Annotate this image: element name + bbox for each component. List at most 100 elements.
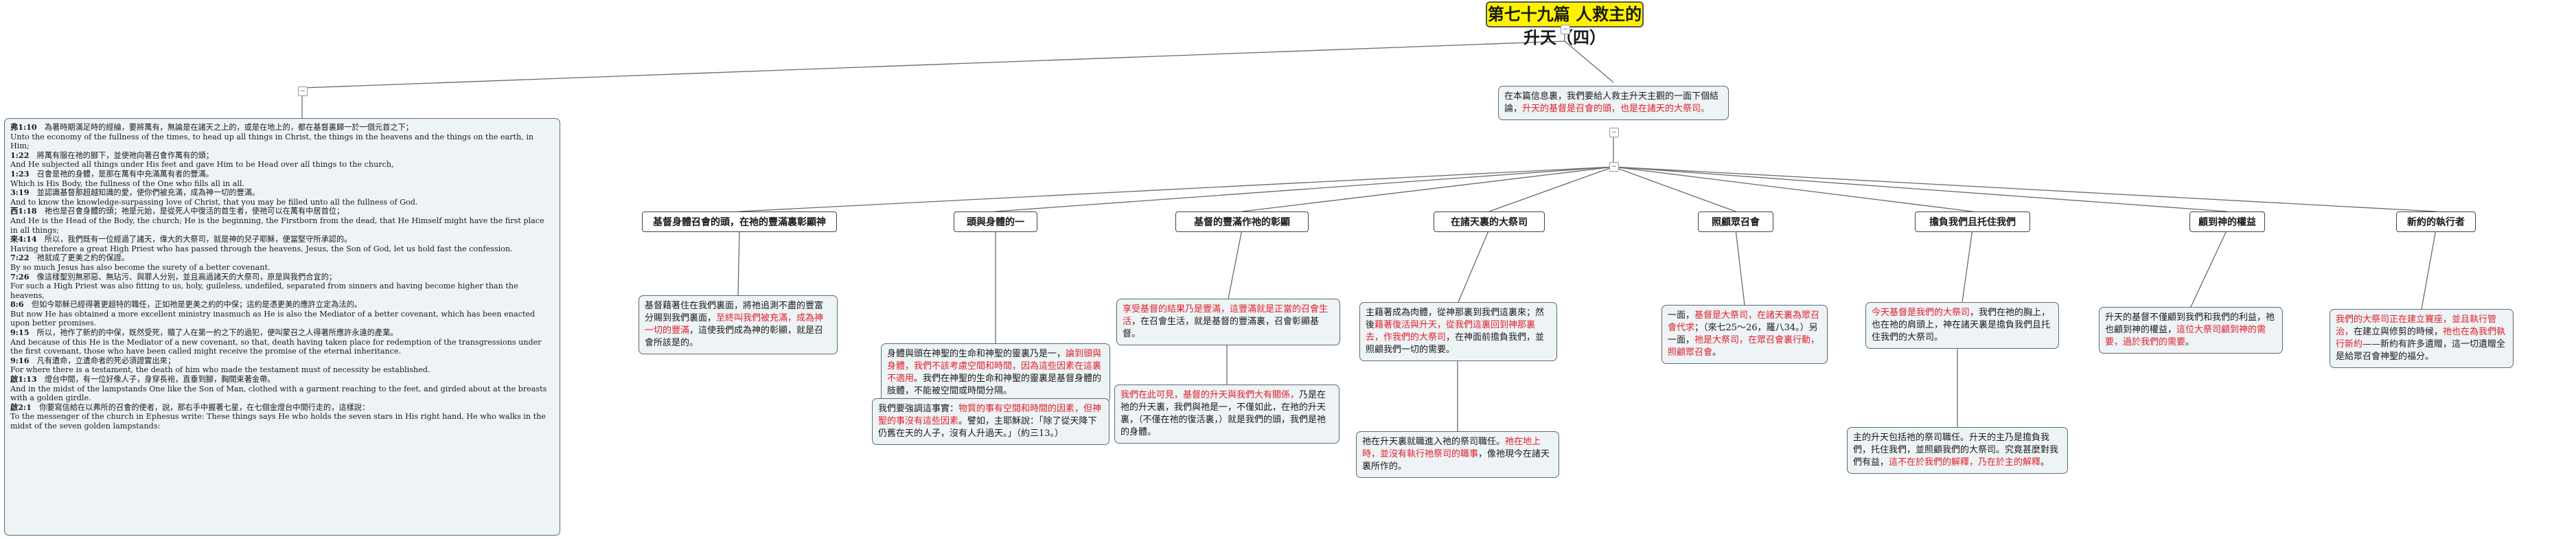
highlight-text: 我們的大祭司正在建立寶座，並且執行管治， (2336, 314, 2497, 337)
intro-card[interactable]: 在本篇信息裏，我們要給人救主升天主觀的一面下個結論，升天的基督是召會的頭，也是在… (1498, 86, 1729, 120)
verse-text-en: And in the midst of the lampstands One l… (10, 384, 547, 403)
connector-line (301, 41, 1565, 89)
collapse-toggle-icon[interactable]: − (298, 87, 308, 96)
verse-chinese: 8:6 但如今耶穌已經得著更超特的職任，正如祂是更美之約的中保；這約是憑更美的應… (10, 299, 554, 310)
detail-card[interactable]: 今天基督是我們的大祭司，我們在祂的胸上，也在祂的肩頭上，神在諸天裏是擔負我們且托… (1865, 302, 2059, 349)
detail-card[interactable]: 身體與頭在神聖的生命和神聖的靈裏乃是一，論到頭與身體，我們不該考慮空間和時間，因… (881, 343, 1110, 402)
verse-text-zh: 並認識基督那超越知識的愛，使你們被充滿，成為神一切的豐滿。 (36, 188, 260, 198)
highlight-text: 基督是大祭司，在諸天裏為眾召會代求 (1668, 310, 1820, 333)
highlight-text: 祂也在為我們執行新約 (2336, 327, 2506, 349)
verse-chinese: 西1:18 祂也是召會身體的頭；祂是元始，是從死人中復活的首生者，使祂可以在萬有… (10, 207, 554, 216)
branch-label[interactable]: 擔負我們且托住我們 (1915, 211, 2030, 232)
verse-ref: 西1:18 (10, 206, 45, 216)
root-title[interactable]: 第七十九篇 人救主的升天（四） (1486, 1, 1644, 47)
branch-label[interactable]: 在諸天裏的大祭司 (1434, 211, 1545, 232)
connector-line (2190, 229, 2228, 308)
connector-line (1735, 229, 1745, 306)
verse-ref: 3:19 (10, 187, 37, 198)
body-text: 主的升天包括祂的祭司職任。升天的主乃是擔負我們，托住我們，並照顧我們的大祭司。究… (1853, 433, 2059, 468)
highlight-text: 祂在地上時，並沒有執行祂祭司的職事 (1362, 437, 1541, 459)
verse-text-zh: 為著時期滿足時的經綸，要將萬有，無論是在諸天之上的，或是在地上的，都在基督裏歸一… (44, 123, 413, 132)
body-text: 主藉著成為肉體，從神那裏到我們這裏來；然後 (1366, 308, 1545, 330)
connector-line (1564, 41, 1614, 83)
verse-text-zh: 將萬有服在祂的腳下，並使祂向著召會作萬有的頭； (36, 150, 214, 160)
branch-label[interactable]: 基督身體召會的頭，在祂的豐滿裏彰顯神 (642, 211, 837, 232)
highlight-text: 至終叫我們被充滿，成為神一切的豐滿 (645, 313, 824, 336)
detail-card[interactable]: 享受基督的結果乃是豐滿，這豐滿就是正當的召會生活，在召會生活，就是基督的豐滿裏，… (1116, 299, 1340, 345)
body-text: ，在神面前擔負我們，並照顧我們一切的需要。 (1366, 332, 1545, 355)
verse-text-en: And He subjected all things under His fe… (10, 160, 394, 170)
verse-text-en: And to know the knowledge-surpassing lov… (10, 197, 418, 207)
verse-ref: 啟1:13 (10, 374, 45, 385)
verse-text-zh: 你要寫信給在以弗所的召會的使者，說，那右手中握著七星，在七個金燈台中間行走的，這… (39, 402, 370, 412)
detail-card[interactable]: 基督藉著住在我們裏面，將祂追測不盡的豐富分賜到我們裏面，至終叫我們被充滿，成為神… (639, 295, 838, 354)
verse-chinese: 啟1:13 燈台中間，有一位好像人子，身穿長袍，直垂到腳，胸間束著金帶。 (10, 374, 554, 385)
collapse-toggle-icon[interactable]: − (1561, 25, 1570, 34)
verse-chinese: 3:19 並認識基督那超越知識的愛，使你們被充滿，成為神一切的豐滿。 (10, 187, 554, 198)
verse-text-en: By so much Jesus has also become the sur… (10, 262, 271, 272)
highlight-text: 藉著復活與升天，從我們這裏回到神那裏去，作我們的大祭司 (1366, 320, 1536, 343)
highlight-text: 物質的事有空間和時間的因素，但神聖的事沒有這些因素 (878, 404, 1102, 426)
verse-ref: 7:22 (10, 253, 37, 263)
connector-line (1613, 166, 1973, 212)
verse-text-zh: 祂也是召會身體的頭；祂是元始，是從死人中復活的首生者，使祂可以在萬有中居首位； (44, 207, 345, 216)
body-text: 基督藉著住在我們裏面，將祂追測不盡的豐富分賜到我們裏面， (645, 301, 824, 323)
verse-panel[interactable]: 弗1:10 為著時期滿足時的經綸，要將萬有，無論是在諸天之上的，或是在地上的，都… (4, 118, 560, 536)
verse-text-en: For where there is a testament, the deat… (10, 365, 430, 375)
highlight-text: 祂是大祭司，在眾召會裏行動，照顧眾召會 (1668, 335, 1820, 358)
detail-card[interactable]: 我們在此可見，基督的升天與我們大有關係，乃是在祂的升天裏，我們與祂是一，不僅如此… (1114, 385, 1339, 444)
verse-chinese: 7:22 祂就成了更美之約的保證。 (10, 253, 554, 263)
detail-card[interactable]: 我們要強調這事實：物質的事有空間和時間的因素，但神聖的事沒有這些因素。譬如，主耶… (872, 398, 1109, 445)
highlight-text: 升天的基督是召會的頭，也是在諸天的大祭司。 (1522, 104, 1710, 114)
body-text: 我們要強調這事實： (878, 404, 959, 414)
verse-text-en: To the messenger of the church in Ephesu… (10, 412, 546, 431)
collapse-toggle-icon[interactable]: − (1609, 162, 1619, 172)
verse-chinese: 弗1:10 為著時期滿足時的經綸，要將萬有，無論是在諸天之上的，或是在地上的，都… (10, 122, 554, 133)
verse-text-en: Having therefore a great High Priest who… (10, 244, 513, 253)
verse-text-zh: 凡有遺命，立遺命者的死必須證實出來； (36, 356, 176, 365)
highlight-text: 這位大祭司顧到神的需要，過於我們的需要 (2105, 325, 2266, 347)
body-text: 身體與頭在神聖的生命和神聖的靈裏乃是一， (887, 349, 1066, 359)
verse-ref: 8:6 (10, 299, 32, 310)
detail-card[interactable]: 祂在升天裏就職進入祂的祭司職任。祂在地上時，並沒有執行祂祭司的職事，像祂現今在諸… (1356, 431, 1559, 478)
verse-ref: 9:15 (10, 328, 37, 338)
body-text: 。我們在神聖的生命和神聖的靈裏是基督身體的肢體，不能被空間或時間分隔。 (887, 374, 1102, 396)
connector-line (1458, 229, 1490, 303)
verse-text-zh: 燈台中間，有一位好像人子，身穿長袍，直垂到腳，胸間束著金帶。 (44, 375, 275, 385)
body-text: 升天的基督不僅顧到我們和我們的利益，祂也顧到神的權益， (2105, 312, 2275, 335)
branch-label[interactable]: 顧到神的權益 (2189, 211, 2265, 232)
detail-card[interactable]: 主藉著成為肉體，從神那裏到我們這裏來；然後藉著復活與升天，從我們這裏回到神那裏去… (1359, 302, 1557, 361)
verse-text-zh: 所以，我們既有一位經過了諸天，偉大的大祭司，就是神的兒子耶穌，便當堅守所承認的。 (44, 235, 352, 244)
verse-ref: 9:16 (10, 355, 37, 365)
verse-text-zh: 祂就成了更美之約的保證。 (36, 253, 129, 263)
verse-text-en: Which is His Body, the fullness of the O… (10, 179, 245, 188)
detail-card[interactable]: 升天的基督不僅顧到我們和我們的利益，祂也顧到神的權益，這位大祭司顧到神的需要，過… (2099, 307, 2283, 354)
verse-ref: 弗1:10 (10, 122, 45, 132)
body-text: 在建立與修剪的時候， (2354, 327, 2443, 337)
verse-ref: 1:22 (10, 150, 37, 160)
detail-card[interactable]: 我們的大祭司正在建立寶座，並且執行管治，在建立與修剪的時候，祂也在為我們執行新約… (2330, 309, 2514, 368)
connector-line (1613, 166, 2437, 212)
verse-ref: 7:26 (10, 271, 37, 282)
connector-line (1613, 166, 2228, 212)
verse-text-en: And because of this He is the Mediator o… (10, 337, 542, 356)
branch-label[interactable]: 照顧眾召會 (1698, 211, 1773, 232)
body-text: ；（來七25～26，羅八34。）另一面， (1668, 323, 1818, 345)
branch-label[interactable]: 頭與身體的一 (954, 211, 1037, 232)
verse-text-zh: 召會是祂的身體，是那在萬有中充滿萬有者的豐滿。 (36, 169, 214, 179)
branch-label[interactable]: 基督的豐滿作祂的彰顯 (1175, 211, 1309, 232)
body-text: 一面， (1668, 310, 1695, 321)
highlight-text: 今天基督是我們的大祭司 (1872, 308, 1970, 318)
verse-text-en: And He is the Head of the Body, the chur… (10, 216, 544, 235)
branch-label[interactable]: 新約的執行者 (2396, 211, 2476, 232)
collapse-toggle-icon[interactable]: − (1609, 128, 1619, 137)
detail-card[interactable]: 主的升天包括祂的祭司職任。升天的主乃是擔負我們，托住我們，並照顧我們的大祭司。究… (1847, 427, 2068, 474)
detail-card[interactable]: 一面，基督是大祭司，在諸天裏為眾召會代求；（來七25～26，羅八34。）另一面，… (1661, 305, 1828, 364)
body-text: ，像祂現今在諸天裏所作的。 (1362, 449, 1550, 472)
highlight-text: 這不在於我們的解釋，乃在於主的解釋 (1889, 457, 2041, 468)
body-text: ，我們在祂的胸上，也在祂的肩頭上，神在諸天裏是擔負我們且托住我們的大祭司。 (1872, 308, 2051, 343)
body-text: ，這使我們成為神的彰顯，就是召會所該是的。 (645, 325, 824, 348)
verse-ref: 啟2:1 (10, 402, 40, 412)
verse-text-en: Unto the economy of the fullness of the … (10, 132, 534, 151)
connector-line (1228, 229, 1243, 299)
